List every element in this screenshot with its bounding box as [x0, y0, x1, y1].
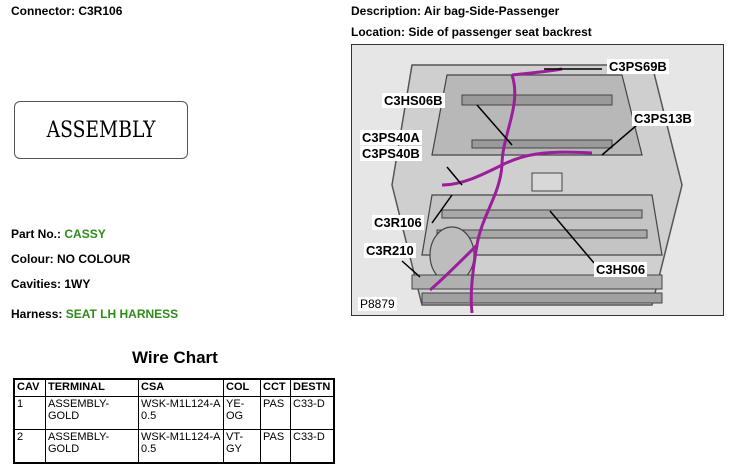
cell-col: YE-OG — [223, 396, 261, 430]
cell-terminal: ASSEMBLY-GOLD — [45, 396, 139, 430]
table-row: 1 ASSEMBLY-GOLD WSK-M1L124-A 0.5 YE-OG P… — [13, 396, 335, 430]
wire-chart-title: Wire Chart — [132, 348, 218, 367]
colour-label: Colour: — [11, 252, 54, 266]
description-value: Air bag-Side-Passenger — [423, 4, 560, 18]
header-csa: CSA — [138, 378, 224, 397]
wire-chart-table: CAV TERMINAL CSA COL CCT DESTN 1 ASSEMBL… — [13, 378, 335, 464]
assembly-text: ASSEMBLY — [46, 117, 156, 143]
cavities-field: Cavities: 1WY — [11, 277, 90, 291]
seat-illustration — [352, 45, 723, 315]
header-col: COL — [223, 378, 261, 397]
part-number-label: Part No.: — [11, 227, 62, 241]
cavities-value: 1WY — [64, 277, 91, 291]
part-number-field: Part No.: CASSY — [11, 227, 106, 241]
callout-c3ps40a: C3PS40A — [360, 130, 422, 145]
colour-field: Colour: NO COLOUR — [11, 252, 130, 266]
cell-csa: WSK-M1L124-A 0.5 — [138, 429, 224, 464]
callout-c3r106: C3R106 — [372, 215, 424, 230]
cell-cct: PAS — [260, 396, 291, 430]
cell-destn: C33-D — [290, 396, 335, 430]
header-terminal: TERMINAL — [45, 378, 139, 397]
cell-col: VT-GY — [223, 429, 261, 464]
header-cav: CAV — [13, 378, 46, 397]
cell-cct: PAS — [260, 429, 291, 464]
harness-value: SEAT LH HARNESS — [65, 307, 179, 321]
callout-c3hs06: C3HS06 — [594, 262, 648, 277]
wire-table-header-row: CAV TERMINAL CSA COL CCT DESTN — [13, 378, 335, 397]
description-field: Description: Air bag-Side-Passenger — [351, 4, 559, 18]
cell-csa: WSK-M1L124-A 0.5 — [138, 396, 224, 430]
location-field: Location: Side of passenger seat backres… — [351, 25, 592, 39]
connector-field: Connector: C3R106 — [11, 4, 122, 18]
connector-value: C3R106 — [78, 4, 123, 18]
callout-c3hs06b: C3HS06B — [382, 93, 445, 108]
cell-destn: C33-D — [290, 429, 335, 464]
location-label: Location: — [351, 25, 405, 39]
table-row: 2 ASSEMBLY-GOLD WSK-M1L124-A 0.5 VT-GY P… — [13, 429, 335, 464]
harness-label: Harness: — [11, 307, 63, 321]
colour-value: NO COLOUR — [57, 252, 131, 266]
assembly-box: ASSEMBLY — [14, 101, 188, 159]
callout-c3r210: C3R210 — [364, 243, 416, 258]
header-cct: CCT — [260, 378, 291, 397]
harness-field: Harness: SEAT LH HARNESS — [11, 307, 178, 321]
location-value: Side of passenger seat backrest — [408, 25, 592, 39]
cell-terminal: ASSEMBLY-GOLD — [45, 429, 139, 464]
part-number-value: CASSY — [64, 227, 106, 241]
figure-id: P8879 — [358, 297, 397, 311]
cavities-label: Cavities: — [11, 277, 62, 291]
callout-c3ps13b: C3PS13B — [632, 111, 694, 126]
cell-cav: 1 — [13, 396, 46, 430]
description-label: Description: — [351, 4, 422, 18]
header-destn: DESTN — [290, 378, 335, 397]
connector-label: Connector: — [11, 4, 75, 18]
seat-diagram: C3PS69B C3HS06B C3PS13B C3PS40A C3PS40B … — [351, 44, 724, 316]
callout-c3ps40b: C3PS40B — [360, 146, 422, 161]
cell-cav: 2 — [13, 429, 46, 464]
callout-c3ps69b: C3PS69B — [607, 59, 669, 74]
